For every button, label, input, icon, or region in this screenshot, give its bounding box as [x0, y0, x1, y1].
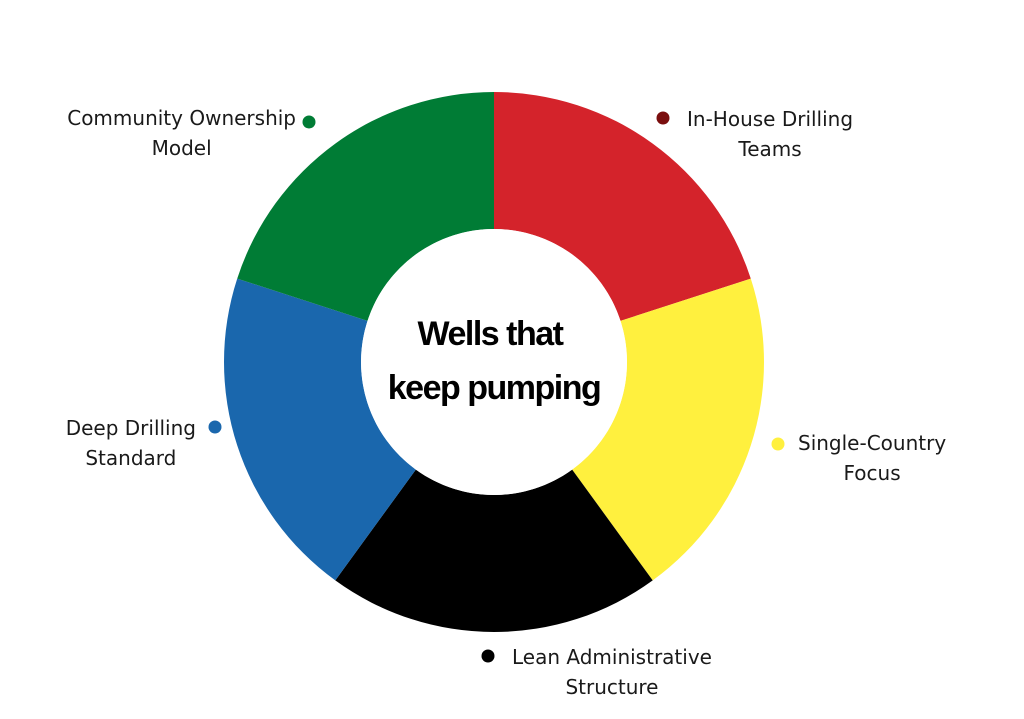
segment-community-ownership-model: [237, 92, 495, 321]
label-dot-in-house-drilling-teams: [656, 111, 670, 125]
segment-deep-drilling-standard: [224, 278, 416, 581]
label-text-in-house-drilling-teams-line-2: Teams: [737, 137, 801, 161]
center-title-line-1: Wells that: [418, 315, 564, 353]
label-dot-single-country-focus: [771, 437, 785, 451]
segment-labels: In-House DrillingTeamsSingle-CountryFocu…: [66, 106, 947, 699]
center-title: Wells that keep pumping: [388, 315, 600, 407]
label-dot-community-ownership-model: [302, 115, 316, 129]
label-text-in-house-drilling-teams-line-1: In-House Drilling: [687, 107, 853, 131]
label-text-lean-administrative-structure-line-2: Structure: [565, 675, 658, 699]
label-text-community-ownership-model-line-1: Community Ownership: [67, 106, 296, 130]
center-disc: [361, 229, 627, 495]
segment-lean-administrative-structure: [335, 469, 653, 632]
segment-single-country-focus: [572, 278, 765, 581]
center-title-line-2: keep pumping: [388, 369, 600, 407]
label-text-deep-drilling-standard-line-2: Standard: [85, 446, 176, 470]
label-text-deep-drilling-standard-line-1: Deep Drilling: [66, 416, 196, 440]
label-text-single-country-focus-line-2: Focus: [844, 461, 901, 485]
label-dot-deep-drilling-standard: [208, 420, 222, 434]
ring-segments: [224, 92, 765, 632]
segment-in-house-drilling-teams: [494, 92, 751, 321]
label-dot-lean-administrative-structure: [481, 649, 495, 663]
label-text-community-ownership-model-line-2: Model: [152, 136, 212, 160]
label-text-single-country-focus-line-1: Single-Country: [798, 431, 946, 455]
label-text-lean-administrative-structure-line-1: Lean Administrative: [512, 645, 712, 669]
